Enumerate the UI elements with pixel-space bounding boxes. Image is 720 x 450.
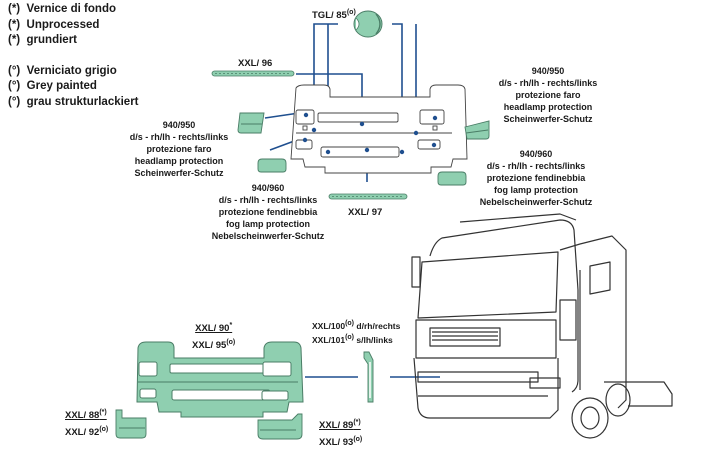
label-tgl85: TGL/ 85(o)	[312, 9, 356, 22]
legend-row-grey-it: (°) Verniciato grigio	[8, 64, 117, 77]
legend-row-grey-en: (°) Grey painted	[8, 80, 97, 92]
label-bumper: XXL/ 90* XXL/ 95(o)	[192, 322, 236, 352]
truck-drawing	[411, 213, 673, 439]
part-xxl96	[211, 70, 295, 77]
part-headlamp-left	[237, 112, 265, 134]
label-xxl96: XXL/ 96	[238, 58, 273, 69]
legend: (*) Vernice di fondo (*) Unprocessed (*)…	[8, 2, 139, 110]
part-side-bracket	[363, 351, 374, 403]
leader-dots	[302, 112, 438, 155]
legend-row-grey-de: (°) grau strukturlackiert	[8, 95, 139, 108]
part-foglamp-right	[437, 171, 467, 186]
part-bumper-xxl90	[136, 341, 304, 418]
label-side-bracket: XXL/100(o) d/rh/rechts XXL/101(o) s/lh/l…	[312, 320, 401, 345]
part-tgl85	[353, 10, 383, 38]
part-corner-right	[257, 413, 303, 440]
bumper-outline-top	[290, 84, 468, 174]
legend-row-primer-de: (*) grundiert	[8, 34, 78, 46]
label-corner-left: XXL/ 88(*) XXL/ 92(o)	[65, 409, 109, 439]
part-foglamp-left	[257, 158, 287, 173]
label-corner-right: XXL/ 89(*) XXL/ 93(o)	[319, 419, 363, 449]
legend-row-primer-en: (*) Unprocessed	[8, 18, 100, 31]
part-xxl97	[328, 193, 408, 200]
legend-row-primer-it: (*) Vernice di fondo	[8, 3, 116, 15]
label-xxl97: XXL/ 97	[348, 207, 383, 218]
part-corner-left	[115, 409, 147, 439]
part-headlamp-right	[464, 120, 490, 140]
